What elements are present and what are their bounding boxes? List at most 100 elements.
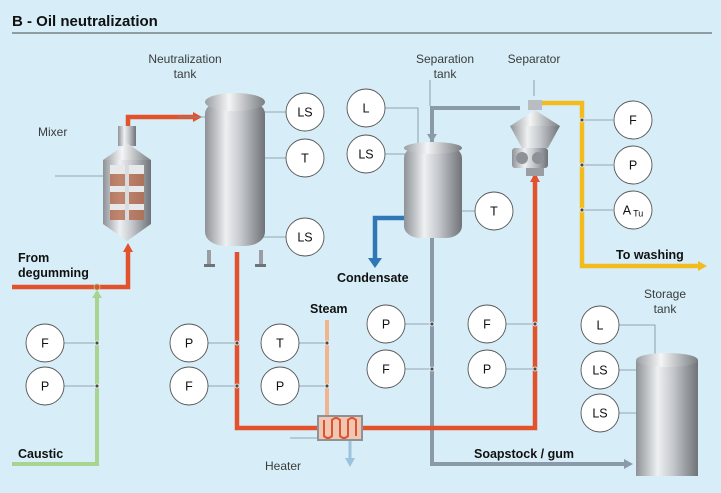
condensate-label: Condensate (337, 271, 409, 285)
instrument-bubble (169, 323, 209, 363)
mixer-to-tank-pipe (125, 114, 194, 128)
instrument-pump-f: F (169, 366, 209, 406)
instrument-sep-p: P (613, 145, 653, 185)
instrument-bubble (613, 100, 653, 140)
instrument-stor-ls1: LS (580, 350, 620, 390)
instrument-subscript: Tu (633, 209, 643, 219)
storage-tank-label-1: Storage (644, 287, 686, 301)
separator-inlet-arrow (530, 173, 540, 182)
caustic-arrow (92, 290, 102, 298)
mixer-label-text: Mixer (38, 125, 67, 139)
instrument-st-ls: LS (346, 134, 386, 174)
instrument-label: F (382, 363, 390, 377)
instrument-bubble (25, 366, 65, 406)
instrument-label: P (276, 380, 284, 394)
page-title: B - Oil neutralization (12, 13, 158, 30)
mixer-label: Mixer (38, 125, 67, 139)
neutralization-tank-label-1: Neutralization (148, 52, 221, 66)
separation-tank-label-2: tank (434, 67, 458, 81)
instrument-bubble (613, 145, 653, 185)
sep-tank-arrow (427, 134, 437, 142)
instrument-label: LS (297, 106, 312, 120)
separator (510, 100, 560, 176)
instrument-label: LS (592, 364, 607, 378)
instrument-st-l: L (346, 88, 386, 128)
soapstock-pipe (430, 106, 520, 148)
heater (317, 415, 363, 441)
storage-tank-label-2: tank (654, 302, 678, 316)
instrument-heat-p: P (260, 366, 300, 406)
oil-heater-pipe (234, 176, 538, 431)
instrument-caustic-p: P (25, 366, 65, 406)
instrument-label: T (490, 205, 498, 219)
instrument-nt-ls-top: LS (285, 92, 325, 132)
instrument-label: T (301, 152, 309, 166)
instrument-heat-t: T (260, 323, 300, 363)
instrument-label: P (41, 380, 49, 394)
instrument-bubble (580, 393, 620, 433)
instrument-bubble (260, 323, 300, 363)
oil-inlet-pipe (12, 248, 131, 290)
instrument-soap-f: F (366, 349, 406, 389)
instrument-bubble (260, 366, 300, 406)
instrument-bubble (346, 88, 386, 128)
soapstock-line (430, 238, 628, 466)
steam-condensate-arrow (345, 458, 355, 467)
instrument-bubble (285, 217, 325, 257)
to-washing-label: To washing (616, 248, 684, 262)
instrument-soap-p: P (366, 304, 406, 344)
separator-label: Separator (508, 52, 561, 66)
separation-tank-label: Separation tank (416, 52, 474, 81)
caustic-pipe (12, 292, 99, 466)
washing-arrow (698, 261, 707, 271)
instrument-label: LS (358, 148, 373, 162)
caustic-label: Caustic (18, 447, 63, 461)
condensate-pipe (372, 215, 404, 262)
washing-pipe (538, 100, 700, 269)
separation-tank (404, 142, 462, 238)
instrument-bubble (580, 350, 620, 390)
neutralization-tank-label: Neutralization tank (148, 52, 221, 81)
instrument-bubble (474, 191, 514, 231)
instrument-oil-p: P (467, 349, 507, 389)
instrument-oil-f: F (467, 304, 507, 344)
instrument-sep-f: F (613, 100, 653, 140)
neutralization-tank-label-2: tank (174, 67, 198, 81)
instrument-label: LS (297, 231, 312, 245)
instrument-label: P (629, 159, 637, 173)
instrument-bubble (580, 305, 620, 345)
instrument-label: LS (592, 407, 607, 421)
separation-tank-label-1: Separation (416, 52, 474, 66)
storage-tank-label: Storage tank (644, 287, 686, 316)
instrument-label: L (363, 102, 370, 116)
instrument-label: P (483, 363, 491, 377)
instrument-label: F (629, 114, 637, 128)
instrument-label: P (382, 318, 390, 332)
instrument-stor-ls2: LS (580, 393, 620, 433)
instrument-stor-l: L (580, 305, 620, 345)
instrument-bubble (285, 138, 325, 178)
mixer-inlet-arrow (123, 243, 133, 252)
instrument-bubble (285, 92, 325, 132)
instrument-leaders (55, 80, 656, 439)
instrument-nt-t: T (285, 138, 325, 178)
instrument-label: P (185, 337, 193, 351)
from-degumming-label-2: degumming (18, 266, 89, 280)
instrument-label: T (276, 337, 284, 351)
instrument-bubble (366, 349, 406, 389)
instrument-st-t: T (474, 191, 514, 231)
instrument-caustic-f: F (25, 323, 65, 363)
instrument-bubble (25, 323, 65, 363)
instrument-bubble (366, 304, 406, 344)
soapstock-label: Soapstock / gum (474, 447, 574, 461)
heater-label: Heater (265, 459, 301, 473)
instrument-bubble (346, 134, 386, 174)
storage-tank (636, 353, 698, 476)
from-degumming-label-1: From (18, 251, 49, 265)
instrument-bubble (613, 190, 653, 230)
mixer (103, 126, 151, 241)
steam-label: Steam (310, 302, 348, 316)
instrument-bubble (467, 304, 507, 344)
